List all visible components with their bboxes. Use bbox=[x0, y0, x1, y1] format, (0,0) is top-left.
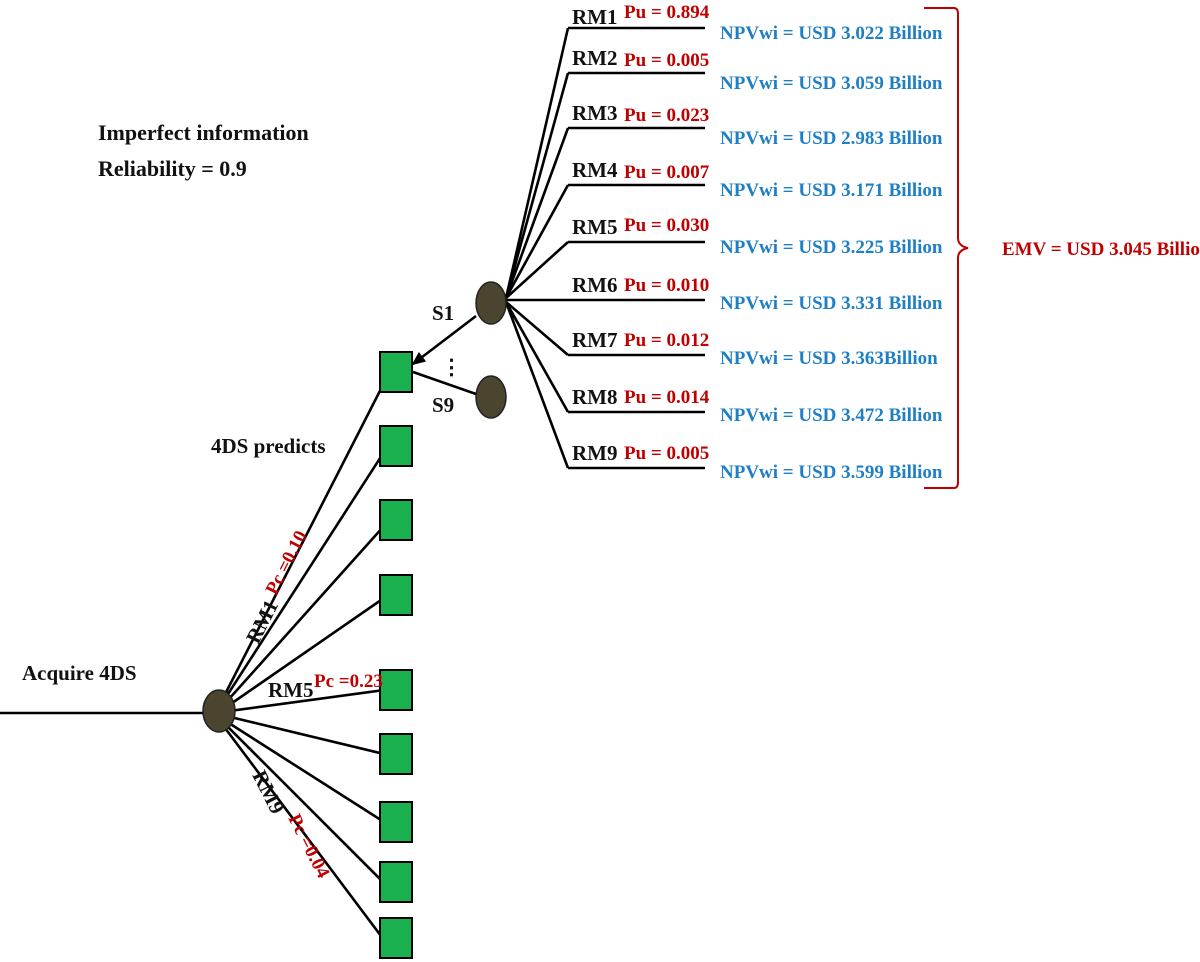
outcome-label: RM5 bbox=[572, 215, 618, 239]
outcome-label: RM2 bbox=[572, 46, 618, 70]
decision-node bbox=[379, 917, 413, 959]
outcome-pu: Pu = 0.894 bbox=[624, 2, 710, 23]
prediction-edge bbox=[219, 718, 385, 884]
outcome-edge bbox=[505, 241, 569, 299]
emv-brace bbox=[924, 7, 969, 489]
outcome-edge bbox=[504, 301, 570, 469]
outcome-npv: NPVwi = USD 2.983 Billion bbox=[720, 128, 943, 149]
chance-node-s9 bbox=[475, 375, 507, 419]
outcome-label: RM8 bbox=[572, 385, 618, 409]
emv-label: EMV = USD 3.045 Billion bbox=[1002, 239, 1200, 260]
prediction-edge bbox=[221, 713, 385, 756]
branch-pc-rm5: Pc =0.23 bbox=[314, 671, 383, 692]
decision-node bbox=[379, 801, 413, 843]
outcome-label: RM4 bbox=[572, 158, 618, 182]
outcome-pu: Pu = 0.010 bbox=[624, 275, 709, 296]
prediction-edge bbox=[219, 525, 385, 710]
outcome-npv: NPVwi = USD 3.472 Billion bbox=[720, 405, 943, 426]
outcome-npv: NPVwi = USD 3.022 Billion bbox=[720, 23, 943, 44]
branch-pc-rm9: Pc =0.04 bbox=[284, 811, 334, 882]
branch-ellipsis: ⋮ bbox=[441, 355, 462, 379]
decision-node bbox=[379, 669, 413, 711]
outcome-edge bbox=[504, 184, 570, 299]
outcome-npv: NPVwi = USD 3.331 Billion bbox=[720, 293, 943, 314]
root-chance-node bbox=[202, 689, 236, 733]
decision-node bbox=[379, 499, 413, 541]
predicts-label: 4DS predicts bbox=[211, 434, 326, 458]
prediction-edges bbox=[216, 382, 386, 941]
prediction-edge bbox=[221, 688, 385, 714]
outcome-label: RM1 bbox=[572, 5, 618, 29]
outcome-label: RM9 bbox=[572, 441, 618, 465]
root-label: Acquire 4DS bbox=[22, 661, 137, 685]
outcome-pu: Pu = 0.012 bbox=[624, 330, 709, 351]
prediction-edge bbox=[217, 451, 386, 709]
outcome-label: RM3 bbox=[572, 101, 618, 125]
branch-label-rm1: RM1 bbox=[241, 596, 283, 647]
outcome-npv: NPVwi = USD 3.225 Billion bbox=[720, 237, 943, 258]
outcome-edge bbox=[504, 127, 570, 299]
branch-pc-rm1: Pc =0.10 bbox=[262, 527, 312, 598]
header-reliability: Reliability = 0.9 bbox=[98, 156, 247, 181]
prediction-edge bbox=[220, 716, 385, 824]
outcome-edge bbox=[504, 27, 570, 299]
outcome-pu: Pu = 0.014 bbox=[624, 387, 710, 408]
outcome-edge bbox=[504, 72, 570, 299]
outcome-edge bbox=[505, 301, 569, 356]
outcome-pu: Pu = 0.005 bbox=[624, 50, 709, 71]
branch-label-rm9: RM9 bbox=[248, 766, 290, 817]
outcome-label: RM7 bbox=[572, 328, 618, 352]
decision-node bbox=[379, 574, 413, 616]
outcome-label: RM6 bbox=[572, 273, 618, 297]
s1-arrow bbox=[411, 314, 477, 366]
decision-node bbox=[379, 861, 413, 903]
prediction-edge bbox=[216, 382, 386, 709]
header-title: Imperfect information bbox=[98, 120, 309, 145]
outcome-pu: Pu = 0.030 bbox=[624, 215, 709, 236]
outcome-npv: NPVwi = USD 3.599 Billion bbox=[720, 462, 943, 483]
branch-label-s9: S9 bbox=[432, 393, 454, 417]
outcome-pu: Pu = 0.007 bbox=[624, 162, 710, 183]
outcome-edge bbox=[504, 301, 570, 413]
s9-edge bbox=[412, 370, 477, 396]
decision-node bbox=[379, 425, 413, 467]
prediction-edge bbox=[217, 719, 386, 941]
outcome-pu: Pu = 0.023 bbox=[624, 105, 709, 126]
decision-nodes bbox=[379, 351, 413, 959]
outcome-npv: NPVwi = USD 3.171 Billion bbox=[720, 180, 943, 201]
outcome-edges bbox=[504, 26, 705, 470]
chance-node-s1 bbox=[475, 281, 507, 325]
outcome-pu: Pu = 0.005 bbox=[624, 443, 709, 464]
branch-label-s1: S1 bbox=[432, 301, 454, 325]
decision-node-s1 bbox=[379, 351, 413, 393]
outcome-npv: NPVwi = USD 3.363Billion bbox=[720, 348, 938, 369]
branch-label-rm5: RM5 bbox=[268, 678, 314, 702]
outcome-npv: NPVwi = USD 3.059 Billion bbox=[720, 73, 943, 94]
decision-node bbox=[379, 733, 413, 775]
outcome-rows: RM1 Pu = 0.894 NPVwi = USD 3.022 Billion… bbox=[572, 2, 943, 483]
prediction-edge bbox=[221, 596, 385, 712]
